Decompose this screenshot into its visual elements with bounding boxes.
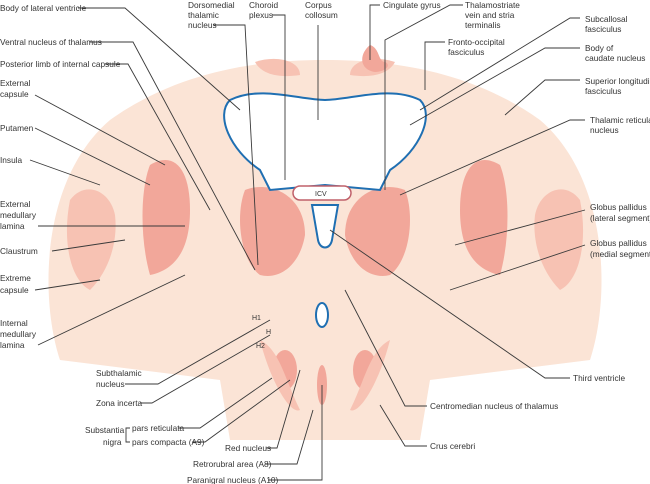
label-dorsomedial-3: nucleus <box>188 20 217 30</box>
label-choroid-1: Choroid <box>249 0 278 10</box>
label-corpus-2: collosum <box>305 10 338 20</box>
label-choroid-2: plexus <box>249 10 273 20</box>
label-subthalamic-2: nucleus <box>96 379 125 389</box>
label-gp-medial-1: Globus pallidus <box>590 238 647 248</box>
lateral-ventricles <box>223 92 427 192</box>
label-pars-reticulata: pars reticulata <box>132 423 184 433</box>
label-corpus-1: Corpus <box>305 0 332 10</box>
label-external-capsule-1: External <box>0 78 31 88</box>
label-dorsomedial-2: thalamic <box>188 10 219 20</box>
label-cingulate: Cingulate gyrus <box>383 0 441 10</box>
label-external-capsule-2: capsule <box>0 89 29 99</box>
label-substantia-nigra-1: Substantia <box>85 425 125 435</box>
label-fronto-occipital-1: Fronto-occipital <box>448 37 505 47</box>
putamen-right <box>460 160 508 275</box>
label-insula: Insula <box>0 155 23 165</box>
third-ventricle-shape <box>310 204 340 249</box>
insula-right <box>534 189 584 290</box>
insula-left <box>66 189 116 290</box>
label-extreme-capsule-2: capsule <box>0 285 29 295</box>
label-subthalamic-1: Subthalamic <box>96 368 142 378</box>
label-posterior-limb: Posterior limb of internal capsule <box>0 59 121 69</box>
label-third-ventricle: Third ventricle <box>573 373 625 383</box>
label-thalamostriate-3: terminalis <box>465 20 501 30</box>
label-paranigral: Paranigral nucleus (A10) <box>187 475 279 484</box>
label-internal-medullary-2: medullary <box>0 329 37 339</box>
label-subcallosal-1: Subcallosal <box>585 14 628 24</box>
label-pars-compacta: pars compacta (A9) <box>132 437 205 447</box>
label-centromedian: Centromedian nucleus of thalamus <box>430 401 558 411</box>
label-zona-incerta: Zona incerta <box>96 398 143 408</box>
leader-lines <box>29 4 586 481</box>
putamen-left <box>142 160 190 275</box>
brain-tissue <box>48 60 602 440</box>
icv-label: ICV <box>315 191 327 198</box>
cingulate-left <box>255 58 300 77</box>
label-caudate-2: caudate nucleus <box>585 53 645 63</box>
label-claustrum: Claustrum <box>0 246 38 256</box>
label-fronto-occipital-2: fasciculus <box>448 47 484 57</box>
cingulate-gyrus-right <box>362 45 388 72</box>
label-superior-longitudinal-1: Superior longitudinal <box>585 76 650 86</box>
label-body-lateral-ventricle: Body of lateral ventricle <box>0 3 87 13</box>
label-external-medullary-3: lamina <box>0 221 25 231</box>
label-caudate-1: Body of <box>585 43 614 53</box>
substantia-nigra-left <box>260 340 300 411</box>
label-gp-medial-2: (medial segment) <box>590 249 650 259</box>
label-subcallosal-2: fasciculus <box>585 24 621 34</box>
label-thalamostriate-1: Thalamostriate <box>465 0 520 10</box>
label-substantia-nigra-2: nigra <box>103 437 122 447</box>
h-label: H <box>266 329 271 336</box>
label-external-medullary-2: medullary <box>0 210 37 220</box>
label-putamen: Putamen <box>0 123 34 133</box>
label-dorsomedial-1: Dorsomedial <box>188 0 235 10</box>
h2-label: H2 <box>256 343 265 350</box>
h1-label: H1 <box>252 315 261 322</box>
label-internal-medullary-1: Internal <box>0 318 28 328</box>
thalamus-right <box>345 187 410 276</box>
label-retrorubral: Retrorubral area (A8) <box>193 459 272 469</box>
thalamus-left <box>240 187 305 276</box>
label-external-medullary-1: External <box>0 199 31 209</box>
nigra-bracket <box>125 427 130 443</box>
label-thalamic-reticular-2: nucleus <box>590 125 619 135</box>
label-extreme-capsule-1: Extreme <box>0 273 31 283</box>
internal-cerebral-veins <box>292 185 352 201</box>
label-superior-longitudinal-2: fasciculus <box>585 86 621 96</box>
label-thalamostriate-2: vein and stria <box>465 10 515 20</box>
cerebral-aqueduct <box>315 302 329 328</box>
label-gp-lateral-1: Globus pallidus <box>590 202 647 212</box>
label-crus-cerebri: Crus cerebri <box>430 441 475 451</box>
label-gp-lateral-2: (lateral segment) <box>590 213 650 223</box>
label-ventral-nucleus: Ventral nucleus of thalamus <box>0 37 102 47</box>
label-red-nucleus: Red nucleus <box>225 443 271 453</box>
label-internal-medullary-3: lamina <box>0 340 25 350</box>
label-thalamic-reticular-1: Thalamic reticular <box>590 115 650 125</box>
